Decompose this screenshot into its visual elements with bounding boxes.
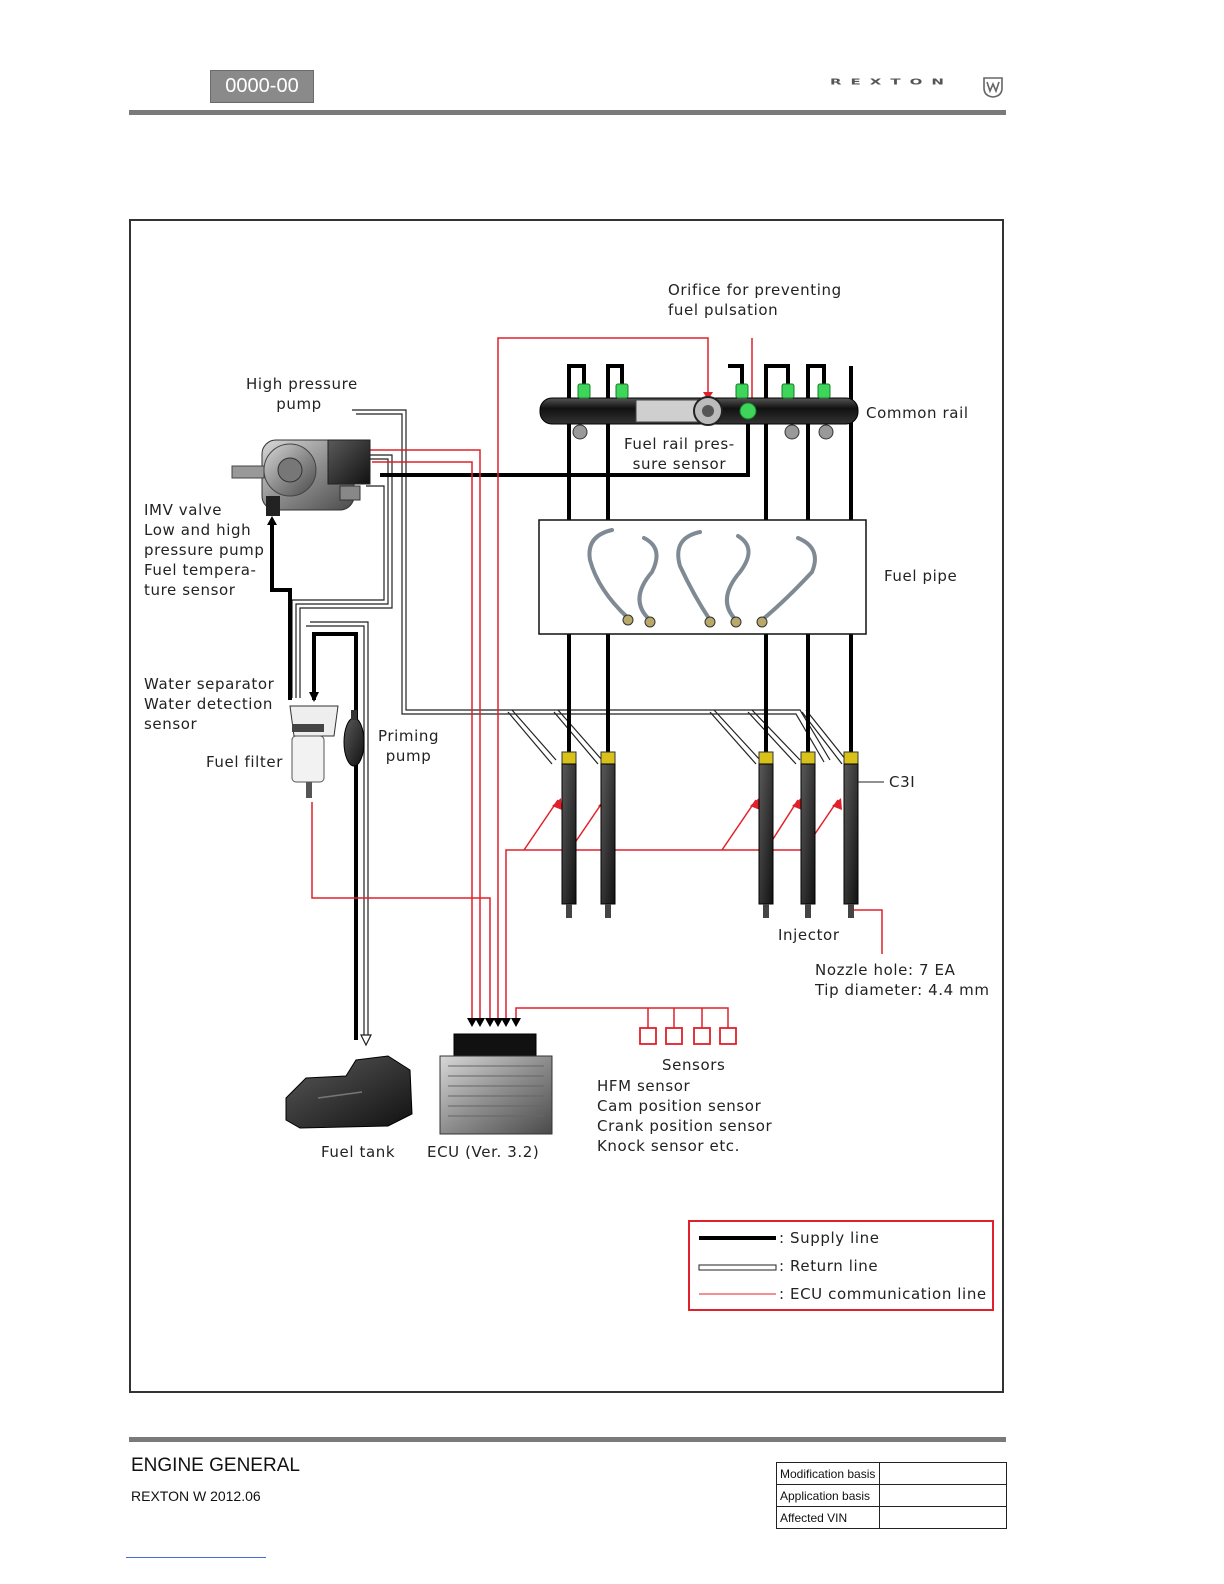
brand-logo-text: REXTON (830, 76, 953, 87)
table-key: Affected VIN (776, 1506, 880, 1529)
priming-pump-image (343, 710, 365, 767)
fuel-filter-image (289, 705, 339, 798)
page-link-underline (126, 1557, 266, 1558)
table-value (879, 1484, 1007, 1507)
table-row: Modification basis (776, 1462, 1007, 1485)
ecu-image (439, 1033, 553, 1135)
label-orifice: Orifice for preventing fuel pulsation (668, 281, 842, 319)
ecu-input-arrows (467, 1018, 521, 1027)
label-fuel-filter: Fuel filter (206, 753, 283, 771)
legend-return-label: : Return line (779, 1257, 879, 1275)
diagram-frame (129, 219, 1004, 1393)
injectors (561, 751, 859, 918)
label-sensors-title: Sensors (662, 1056, 726, 1074)
table-key: Application basis (776, 1484, 880, 1507)
label-fuel-rail-pressure-sensor: Fuel rail pres- sure sensor (624, 435, 735, 473)
table-row: Affected VIN (776, 1506, 1007, 1529)
supply-lines (270, 364, 853, 1040)
fuel-tank-image (285, 1055, 413, 1129)
label-high-pressure-pump: High pressure pump (246, 375, 358, 413)
legend (688, 1220, 994, 1311)
label-priming-pump: Priming pump (378, 727, 440, 765)
label-water-separator: Water separator Water detection sensor (144, 675, 275, 733)
label-fuel-tank: Fuel tank (321, 1143, 396, 1161)
high-pressure-pump-image (231, 439, 371, 516)
table-value (879, 1462, 1007, 1485)
ssangyong-emblem-icon (983, 77, 1003, 98)
legend-supply-label: : Supply line (779, 1229, 880, 1247)
label-imv-valve: IMV valve Low and high pressure pump Fue… (144, 501, 265, 599)
return-lines (291, 409, 847, 1047)
sensor-boxes (639, 1027, 737, 1045)
footer-rule (129, 1437, 1006, 1442)
label-injector: Injector (778, 926, 840, 944)
footer-model: REXTON W 2012.06 (131, 1488, 261, 1504)
modification-table: Modification basis Application basis Aff… (776, 1462, 1007, 1529)
fuel-pipe-box (538, 519, 867, 635)
label-common-rail: Common rail (866, 404, 969, 422)
common-rail-image (539, 383, 859, 440)
page-code: 0000-00 (210, 70, 314, 103)
table-value (879, 1506, 1007, 1529)
footer-section-title: ENGINE GENERAL (131, 1455, 300, 1476)
brand-logo: REXTON (830, 74, 1006, 102)
legend-return-swatch (698, 1264, 777, 1271)
fuel-pipe-image (587, 528, 817, 622)
header-rule (129, 110, 1006, 115)
table-key: Modification basis (776, 1462, 880, 1485)
ecu-comm-lines (311, 337, 883, 1028)
label-sensors-list: HFM sensor Cam position sensor Crank pos… (597, 1077, 773, 1155)
legend-ecu-label: : ECU communication line (779, 1285, 987, 1303)
label-ecu: ECU (Ver. 3.2) (427, 1143, 540, 1161)
label-c3i: C3I (889, 773, 916, 791)
label-nozzle: Nozzle hole: 7 EA Tip diameter: 4.4 mm (815, 961, 990, 999)
label-fuel-pipe: Fuel pipe (884, 567, 958, 585)
table-row: Application basis (776, 1484, 1007, 1507)
